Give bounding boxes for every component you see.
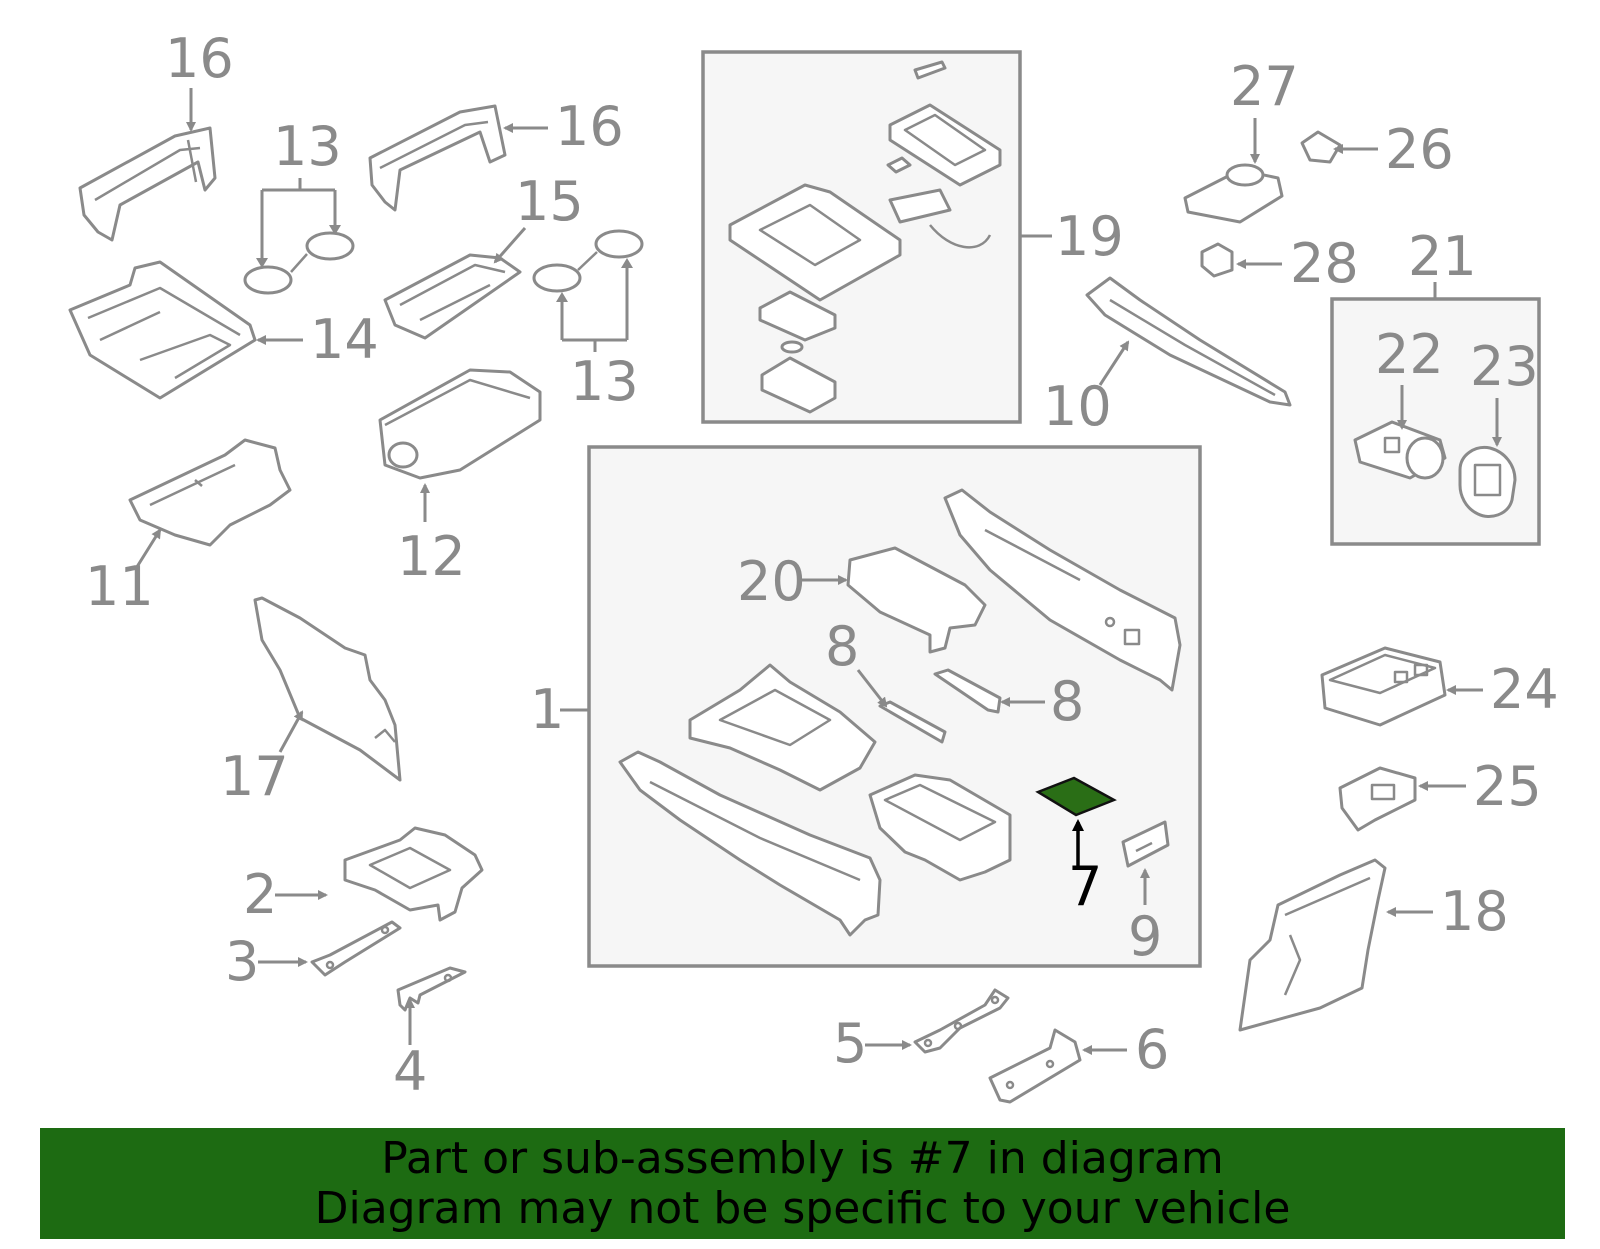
part-12-storage-box <box>378 368 542 480</box>
callout-16-left: 16 <box>165 27 234 90</box>
part-11-insulator <box>128 438 292 547</box>
callout-28: 28 <box>1290 232 1359 295</box>
leader-13-bottom <box>560 264 629 352</box>
part-7-highlighted <box>1035 776 1117 817</box>
callout-26: 26 <box>1385 118 1454 181</box>
callout-4: 4 <box>393 1040 427 1103</box>
part-22-power-outlet <box>1353 420 1447 480</box>
part-19-shifter-assembly <box>728 60 1002 414</box>
callout-11: 11 <box>85 555 154 618</box>
callout-6: 6 <box>1135 1018 1169 1081</box>
callout-13-top: 13 <box>273 115 342 178</box>
callout-22: 22 <box>1375 323 1444 386</box>
callout-2: 2 <box>243 863 277 926</box>
part-10-side-trim <box>1085 276 1292 407</box>
part-25-switch-bezel <box>1338 766 1417 832</box>
leader-15 <box>493 227 527 264</box>
leader-10 <box>1098 340 1130 386</box>
part-16-bracket-right <box>368 104 507 212</box>
callout-3: 3 <box>225 930 259 993</box>
banner-line-1: Part or sub-assembly is #7 in diagram <box>381 1132 1224 1184</box>
callout-1: 1 <box>530 678 564 741</box>
part-24-switch-panel <box>1320 646 1447 727</box>
callout-13-bottom: 13 <box>570 350 639 413</box>
part-console-side-left <box>618 750 882 937</box>
callout-8-right: 8 <box>1050 670 1084 733</box>
part-9-bracket <box>1121 820 1170 868</box>
callout-27: 27 <box>1230 55 1299 118</box>
leader-17 <box>278 710 304 753</box>
part-13-grommets-left <box>243 231 355 295</box>
callout-21: 21 <box>1408 225 1477 288</box>
part-18-rear-panel <box>1238 858 1387 1032</box>
part-6-bracket <box>988 1028 1082 1104</box>
leader-8-left <box>856 669 888 708</box>
callout-15: 15 <box>515 170 584 233</box>
callout-5: 5 <box>833 1012 867 1075</box>
callout-23: 23 <box>1470 335 1539 398</box>
part-26-clip <box>1300 130 1342 164</box>
part-console-upper-frame <box>688 663 877 792</box>
callout-14: 14 <box>310 308 379 371</box>
part-5-bracket <box>913 988 1010 1054</box>
part-17-side-panel <box>253 596 402 782</box>
callout-20: 20 <box>737 550 806 613</box>
part-27-control-knob <box>1183 163 1284 224</box>
callout-7: 7 <box>1068 855 1102 918</box>
part-14-console-tray <box>68 260 257 400</box>
leader-11 <box>133 528 162 571</box>
callout-24: 24 <box>1490 658 1559 721</box>
part-3-bracket <box>310 920 402 977</box>
part-28-clip <box>1200 242 1234 278</box>
part-cup-holder-bin <box>868 773 1012 882</box>
part-23-usb-port <box>1458 445 1517 518</box>
callout-17: 17 <box>220 745 289 808</box>
part-4-bracket <box>396 966 467 1012</box>
notice-banner: Part or sub-assembly is #7 in diagram Di… <box>40 1128 1565 1239</box>
callout-12: 12 <box>397 525 466 588</box>
callout-10: 10 <box>1043 375 1112 438</box>
callout-18: 18 <box>1440 880 1509 943</box>
banner-line-2: Diagram may not be specific to your vehi… <box>314 1182 1291 1234</box>
part-8-trim-strip-right <box>933 668 1002 714</box>
leader-13-top <box>260 178 337 264</box>
part-20-armrest-lid <box>846 546 987 654</box>
callout-8-left: 8 <box>825 615 859 678</box>
callout-19: 19 <box>1055 205 1124 268</box>
callout-9: 9 <box>1128 905 1162 968</box>
callout-16-right: 16 <box>555 95 624 158</box>
part-16-bracket-left <box>78 126 217 242</box>
callout-25: 25 <box>1473 755 1542 818</box>
part-console-side-right <box>943 488 1182 692</box>
part-15-storage-bin <box>383 253 522 340</box>
part-13-grommets-right <box>532 229 644 293</box>
part-2-shifter-base <box>343 826 484 922</box>
